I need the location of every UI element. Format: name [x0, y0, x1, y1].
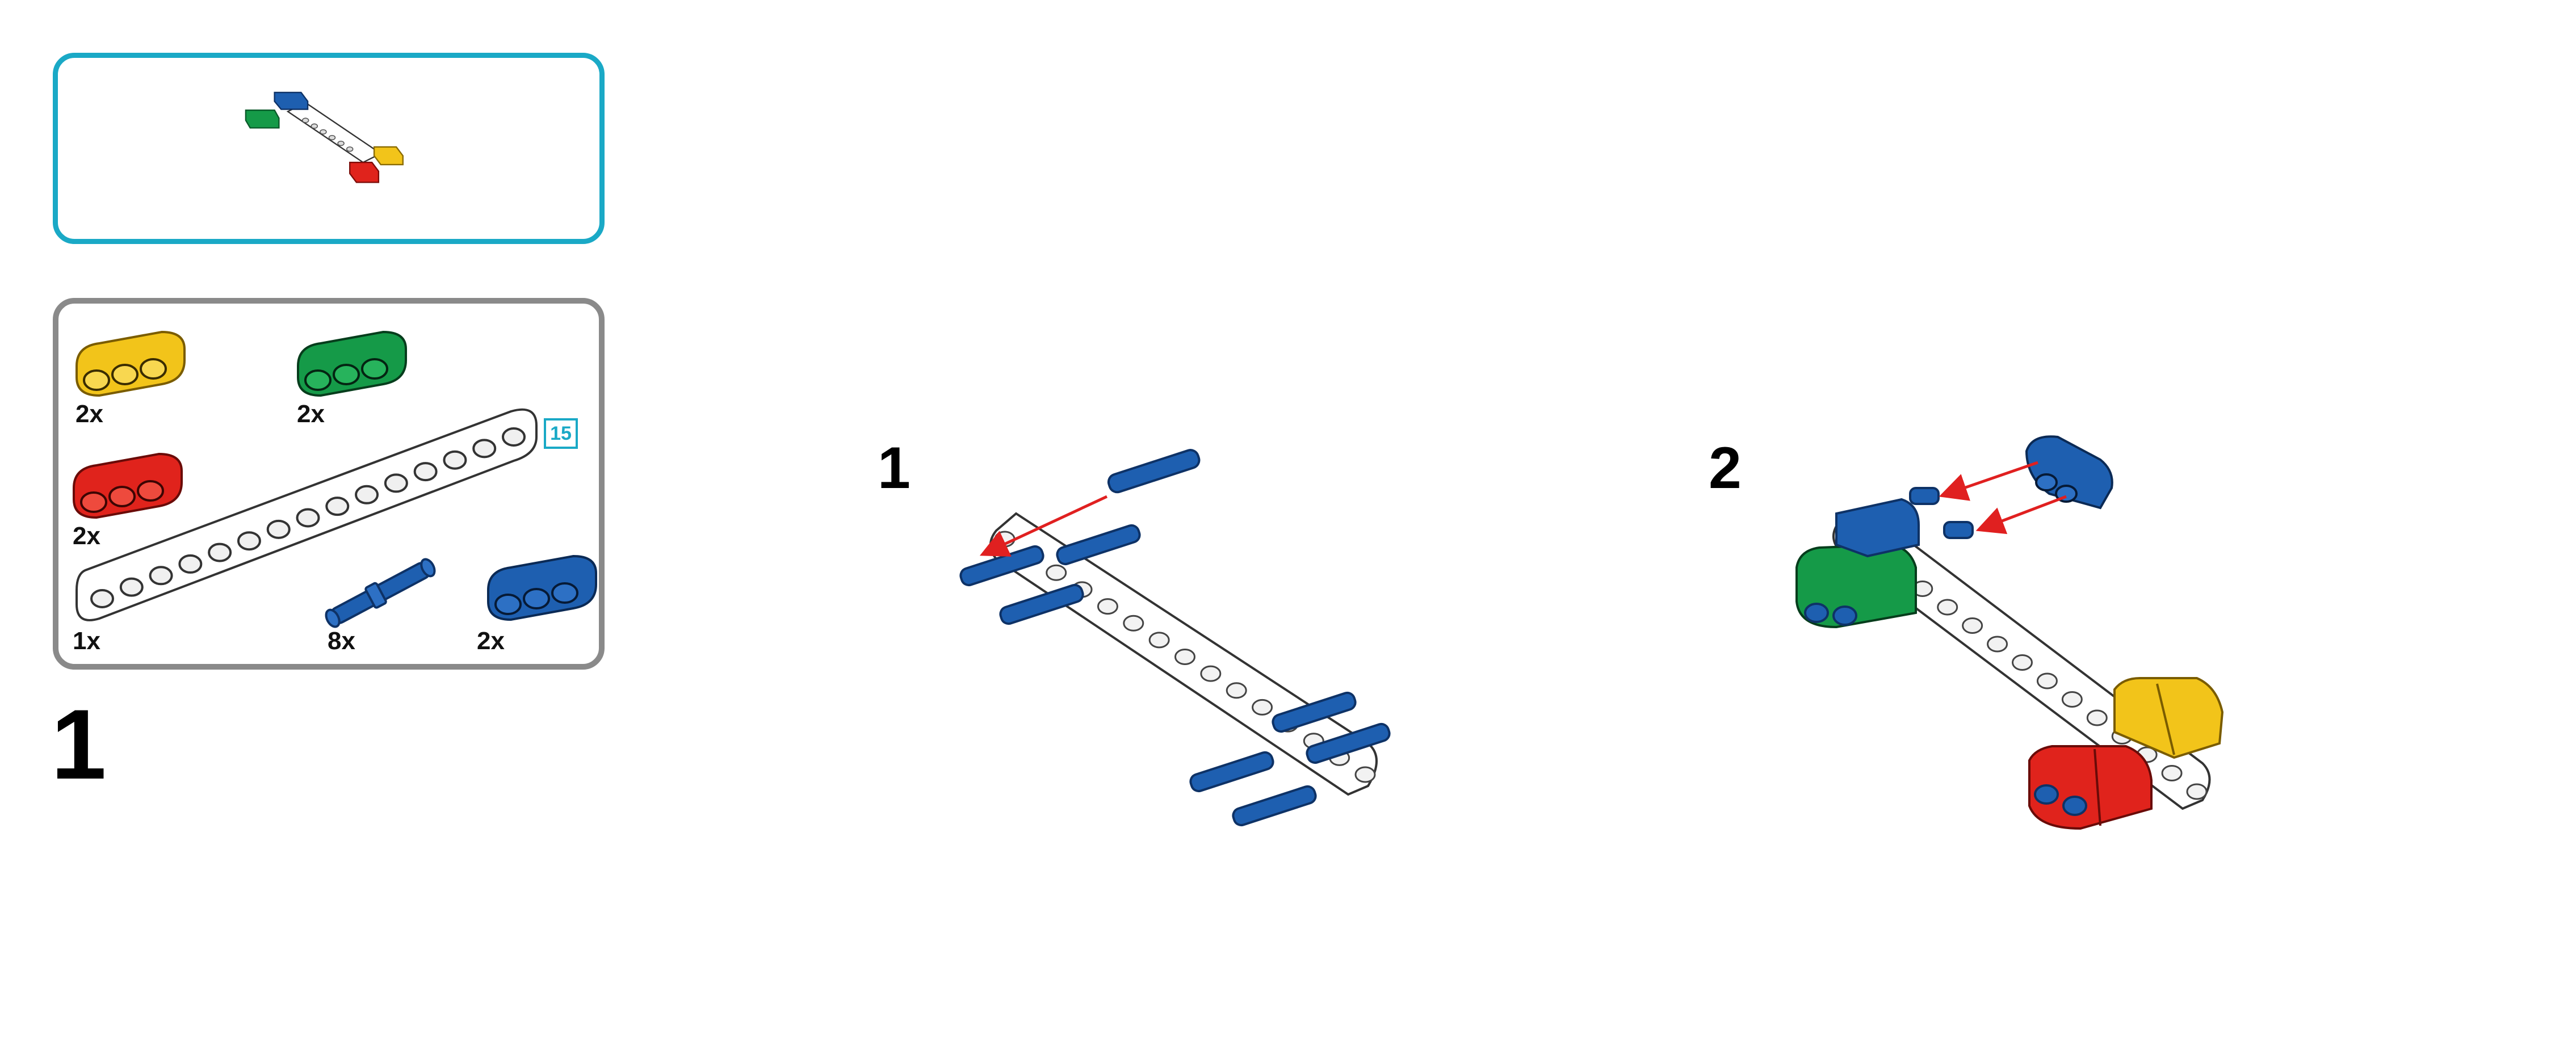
beam-hole: [2161, 765, 2183, 781]
beam-hole: [208, 542, 232, 562]
yellow-beam-part: [75, 330, 186, 397]
green-beam-part: [297, 330, 407, 397]
beam-hole: [355, 485, 379, 504]
qty-axle-pin: 8x: [328, 627, 355, 655]
beam-hole: [296, 508, 320, 528]
white-15-hole-beam-part: [75, 408, 538, 621]
beam-hole: [119, 577, 144, 597]
beam-hole: [1148, 632, 1170, 649]
beam-hole: [1937, 599, 1958, 616]
substep-2-green-beams: [1795, 543, 1917, 629]
substep-2-yellow-beams: [2113, 677, 2224, 759]
beam-hole: [384, 473, 408, 493]
beam-hole: [237, 531, 261, 551]
beam-hole: [2012, 654, 2033, 671]
beam-hole: [1252, 699, 1273, 716]
qty-green-beam: 2x: [297, 400, 325, 428]
substep-2-arrow-1: [1939, 461, 2038, 501]
beam-hole: [1046, 564, 1067, 581]
substep-2-blue-beam-incoming: [2025, 435, 2113, 510]
substep-2-number: 2: [1709, 435, 1742, 501]
blue-beam-part: [487, 554, 597, 621]
beam-hole: [2061, 691, 2083, 708]
beam-hole: [1962, 617, 1983, 634]
beam-hole: [2086, 709, 2108, 726]
beam-hole: [1987, 636, 2008, 653]
preview-panel: [53, 53, 605, 244]
beam-hole: [502, 427, 526, 447]
step-number: 1: [51, 689, 107, 800]
beam-hole: [2036, 672, 2058, 689]
beam-hole: [266, 519, 291, 539]
beam-hole: [90, 589, 114, 608]
blue-axle-pin-part: [325, 558, 436, 628]
preview-model: [245, 91, 404, 183]
beam-hole: [1226, 682, 1247, 699]
substep-1-number: 1: [878, 435, 911, 501]
beam-hole: [1174, 649, 1195, 665]
qty-yellow-beam: 2x: [75, 400, 103, 428]
beam-hole: [1097, 598, 1118, 615]
beam-hole: [1354, 766, 1376, 783]
substep-1-pins: [959, 449, 1391, 827]
beam-hole: [178, 554, 203, 574]
beam-hole: [325, 497, 350, 516]
red-beam-part: [73, 452, 183, 519]
beam-hole: [1123, 615, 1144, 632]
beam-hole: [472, 439, 497, 459]
beam-hole: [2186, 783, 2208, 800]
qty-white-beam: 1x: [73, 627, 100, 655]
beam-hole: [443, 450, 467, 470]
substep-2-blue-beam-attached: [1835, 487, 1974, 558]
substep-1-arrow: [979, 495, 1108, 557]
substep-2-arrow-2: [1975, 495, 2067, 535]
beam-length-badge: 15: [544, 418, 578, 449]
beam-hole: [413, 462, 438, 482]
beam-hole: [149, 566, 173, 586]
qty-blue-beam: 2x: [477, 627, 505, 655]
beam-hole: [1200, 665, 1222, 682]
qty-red-beam: 2x: [73, 522, 100, 550]
substep-2-red-beams: [2028, 745, 2153, 830]
